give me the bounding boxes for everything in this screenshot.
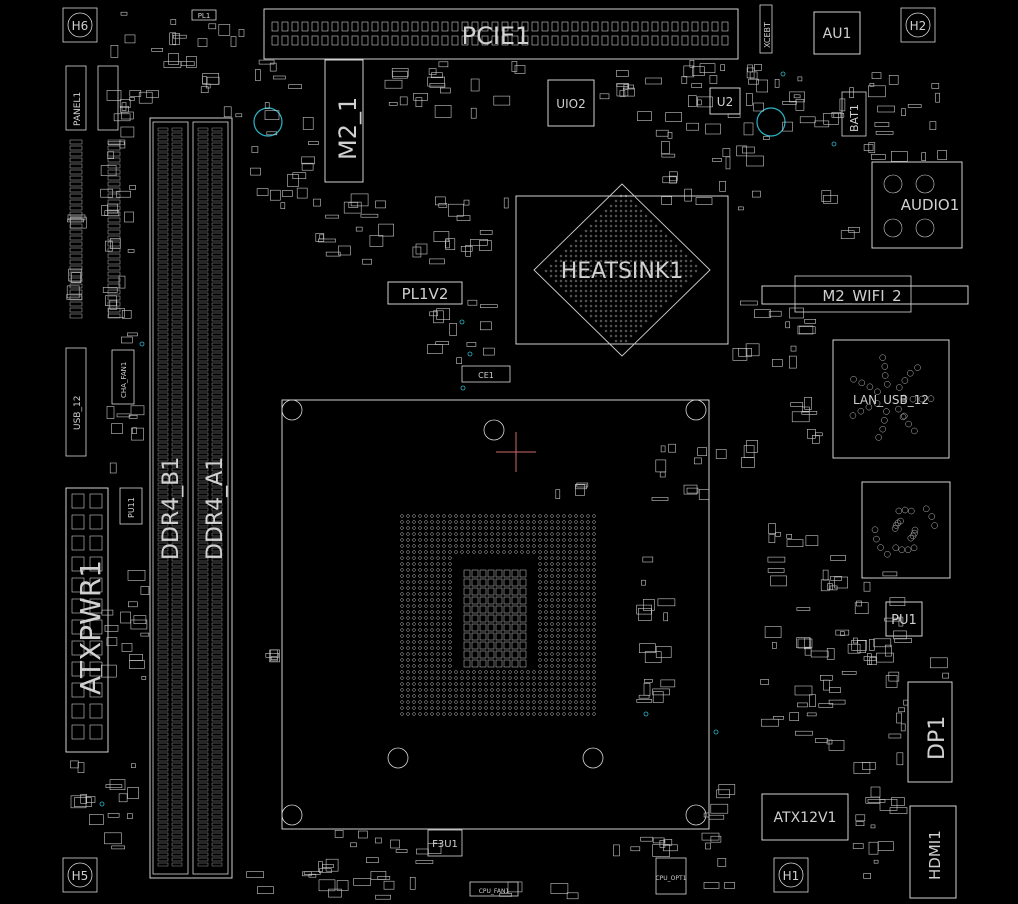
atxpwr1-connector: ATXPWR1 <box>65 487 109 753</box>
hdmi1-label: HDMI1 <box>926 830 944 880</box>
m2-1-connector: M2_1 <box>324 59 364 183</box>
atxpwr-label: ATXPWR1 <box>74 560 107 695</box>
m2-1-label: M2_1 <box>334 97 362 160</box>
cpu-fan-header: CPU_FAN1 <box>469 881 519 897</box>
mount-hole-h6: H6 <box>62 7 98 43</box>
heatsink-label: HEATSINK1 <box>561 259 684 284</box>
heatsink1: HEATSINK1 <box>515 183 729 357</box>
cha-fan-header: CHA_FAN1 <box>111 349 135 405</box>
ddr4-a1-label: DDR4_A1 <box>203 457 228 560</box>
u2-label: U2 <box>717 95 733 109</box>
m2-wifi-slot: M2_WIFI_2 <box>761 275 969 313</box>
ce1-label: CE1 <box>478 371 494 380</box>
u2-chip: U2 <box>709 87 741 115</box>
standoff-circle <box>253 107 283 137</box>
mount-hole-h2: H2 <box>900 7 936 43</box>
xcebt-part: XCEBT <box>759 4 773 54</box>
pl1v2-inductor: PL1V2 <box>387 281 463 305</box>
cpu-socket <box>281 399 710 830</box>
pu11-label: PU11 <box>127 497 136 518</box>
f3u1-label: F3U1 <box>432 839 458 850</box>
dp1-connector: DP1 <box>907 681 953 783</box>
bat1-label: BAT1 <box>848 104 861 132</box>
pu1-label: PU1 <box>891 613 917 628</box>
standoff-circle <box>756 107 786 137</box>
cpu-opt-label: CPU_OPT1 <box>655 875 686 882</box>
h5-label: H5 <box>72 869 89 883</box>
cpu-opt-header: CPU_OPT1 <box>655 857 687 895</box>
pcie-label: PCIE1 <box>462 22 531 50</box>
au1-chip: AU1 <box>813 11 861 55</box>
lan-usb-connector: LAN_USB_12 <box>832 339 951 579</box>
lan-usb-label: LAN_USB_12 <box>853 393 929 407</box>
panel-label: PANEL1 <box>73 92 83 126</box>
pl1-label: PL1 <box>198 12 211 20</box>
atx12v-label: ATX12V1 <box>774 810 837 826</box>
small-components <box>66 11 950 900</box>
f3u1-chip: F3U1 <box>427 829 463 857</box>
mount-hole-h5: H5 <box>62 857 98 893</box>
hdmi1-connector: HDMI1 <box>909 805 957 899</box>
h6-label: H6 <box>72 19 89 33</box>
cpu-fan-label: CPU_FAN1 <box>479 888 510 895</box>
pu11-chip: PU11 <box>119 487 143 525</box>
atx12v1-connector: ATX12V1 <box>761 793 849 841</box>
h2-label: H2 <box>910 19 927 33</box>
usb12-label: USB_12 <box>73 396 83 430</box>
audio1-label: AUDIO1 <box>901 196 960 214</box>
uio2-label: UIO2 <box>556 97 585 111</box>
pcie-slot: PCIE1 <box>263 8 739 60</box>
xcebt-label: XCEBT <box>763 22 772 48</box>
usb12-header: USB_12 <box>65 347 87 457</box>
ce1-cap: CE1 <box>461 365 511 383</box>
pu1-chip: PU1 <box>885 601 923 637</box>
pl1-part: PL1 <box>191 9 217 21</box>
panel-header: PANEL1 <box>65 65 119 131</box>
bat1-battery: BAT1 <box>841 91 867 137</box>
h1-label: H1 <box>783 869 800 883</box>
dp1-label: DP1 <box>925 716 950 760</box>
au1-label: AU1 <box>823 26 852 42</box>
m2-wifi-label: M2_WIFI_2 <box>822 287 901 306</box>
pl1v2-label: PL1V2 <box>402 285 449 303</box>
ddr4-slots: DDR4_B1 DDR4_A1 <box>149 117 233 879</box>
uio2-chip: UIO2 <box>547 79 595 127</box>
cha-fan-label: CHA_FAN1 <box>120 362 128 398</box>
audio1-jack: AUDIO1 <box>871 161 963 249</box>
ddr4-b1-label: DDR4_B1 <box>159 457 184 560</box>
mount-hole-h1: H1 <box>773 857 809 893</box>
